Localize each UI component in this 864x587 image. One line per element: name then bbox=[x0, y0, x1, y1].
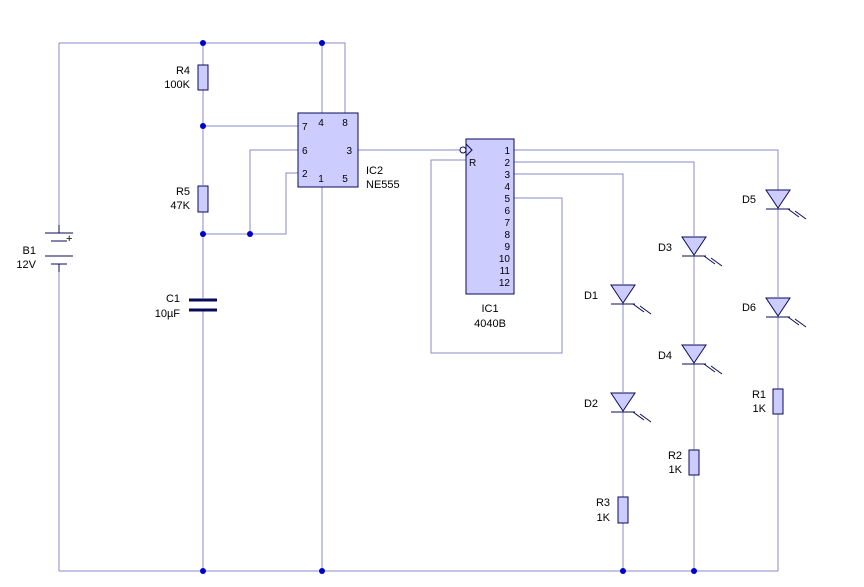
ic2-ne555: 4 8 7 6 3 2 1 5 IC2 NE555 bbox=[297, 112, 400, 191]
ic2-pin-3: 3 bbox=[346, 146, 352, 157]
r5-ref: R5 bbox=[176, 186, 190, 198]
light-emission-icon bbox=[632, 303, 652, 315]
junctions bbox=[200, 40, 697, 574]
d4-ref: D4 bbox=[658, 350, 672, 362]
ic2-pin-2: 2 bbox=[302, 169, 308, 180]
clock-inverter-bubble-icon bbox=[459, 146, 467, 154]
light-emission-icon bbox=[787, 208, 807, 220]
d5-ref: D5 bbox=[742, 194, 756, 206]
resistor-r2: R2 1K bbox=[668, 449, 700, 476]
ic1-out-9: 9 bbox=[504, 242, 510, 253]
battery-value: 12V bbox=[16, 259, 36, 271]
d2-ref: D2 bbox=[584, 398, 598, 410]
ic1-out-2: 2 bbox=[504, 158, 510, 169]
resistor-r4: R4 100K bbox=[164, 64, 209, 91]
ic1-out-4: 4 bbox=[504, 182, 510, 193]
ic1-out-3: 3 bbox=[504, 170, 510, 181]
wires bbox=[58, 42, 779, 572]
ic1-ref: IC1 bbox=[481, 303, 498, 315]
d6-ref: D6 bbox=[742, 302, 756, 314]
ic1-out-8: 8 bbox=[504, 230, 510, 241]
clock-triangle-icon bbox=[465, 143, 473, 157]
led-d4: D4 bbox=[658, 344, 723, 375]
led-d2: D2 bbox=[584, 392, 652, 423]
battery-b1: + B1 12V bbox=[16, 225, 73, 272]
ic2-pin-1: 1 bbox=[318, 174, 324, 185]
r1-ref: R1 bbox=[752, 389, 766, 401]
r4-value: 100K bbox=[164, 79, 190, 91]
ic1-reset-pin-label: R bbox=[469, 158, 476, 169]
r2-ref: R2 bbox=[668, 450, 682, 462]
led-d5: D5 bbox=[742, 189, 807, 220]
resistor-r5: R5 47K bbox=[170, 185, 209, 213]
light-emission-icon bbox=[787, 316, 807, 328]
battery-ref: B1 bbox=[23, 245, 36, 257]
r5-value: 47K bbox=[170, 200, 190, 212]
ic1-out-1: 1 bbox=[504, 146, 510, 157]
ic1-4040b: R 1 2 3 4 5 6 7 8 9 10 11 12 IC1 4040B bbox=[459, 138, 515, 330]
r3-ref: R3 bbox=[596, 497, 610, 509]
r4-ref: R4 bbox=[176, 65, 190, 77]
ic2-pin-8: 8 bbox=[342, 118, 348, 129]
r2-value: 1K bbox=[669, 464, 683, 476]
light-emission-icon bbox=[703, 255, 723, 267]
d3-ref: D3 bbox=[658, 242, 672, 254]
r1-value: 1K bbox=[753, 403, 767, 415]
ic1-out-10: 10 bbox=[499, 254, 511, 265]
battery-polarity: + bbox=[66, 233, 72, 245]
ic1-out-11: 11 bbox=[500, 266, 511, 277]
ic1-out-6: 6 bbox=[504, 206, 510, 217]
ic2-pin-7: 7 bbox=[302, 122, 308, 133]
ic1-out-5: 5 bbox=[504, 194, 510, 205]
ic1-output-pins: 1 2 3 4 5 6 7 8 9 10 11 12 bbox=[499, 146, 511, 289]
ic2-pin-4: 4 bbox=[318, 118, 324, 129]
ic2-pin-5: 5 bbox=[342, 174, 348, 185]
ic1-out-7: 7 bbox=[504, 218, 510, 229]
d1-ref: D1 bbox=[584, 290, 598, 302]
light-emission-icon bbox=[632, 411, 652, 423]
led-d6: D6 bbox=[742, 297, 807, 328]
resistor-r1: R1 1K bbox=[752, 388, 784, 415]
r3-value: 1K bbox=[597, 512, 611, 524]
ic1-part: 4040B bbox=[474, 318, 506, 330]
ic2-ref: IC2 bbox=[366, 165, 383, 177]
light-emission-icon bbox=[703, 363, 723, 375]
c1-ref: C1 bbox=[166, 293, 180, 305]
led-d3: D3 bbox=[658, 236, 723, 267]
ic1-out-12: 12 bbox=[499, 278, 511, 289]
ic2-part: NE555 bbox=[366, 179, 400, 191]
led-d1: D1 bbox=[584, 284, 652, 315]
ic2-pin-6: 6 bbox=[302, 146, 308, 157]
capacitor-c1: C1 10µF bbox=[155, 293, 217, 320]
c1-value: 10µF bbox=[155, 308, 181, 320]
resistor-r3: R3 1K bbox=[596, 496, 629, 524]
